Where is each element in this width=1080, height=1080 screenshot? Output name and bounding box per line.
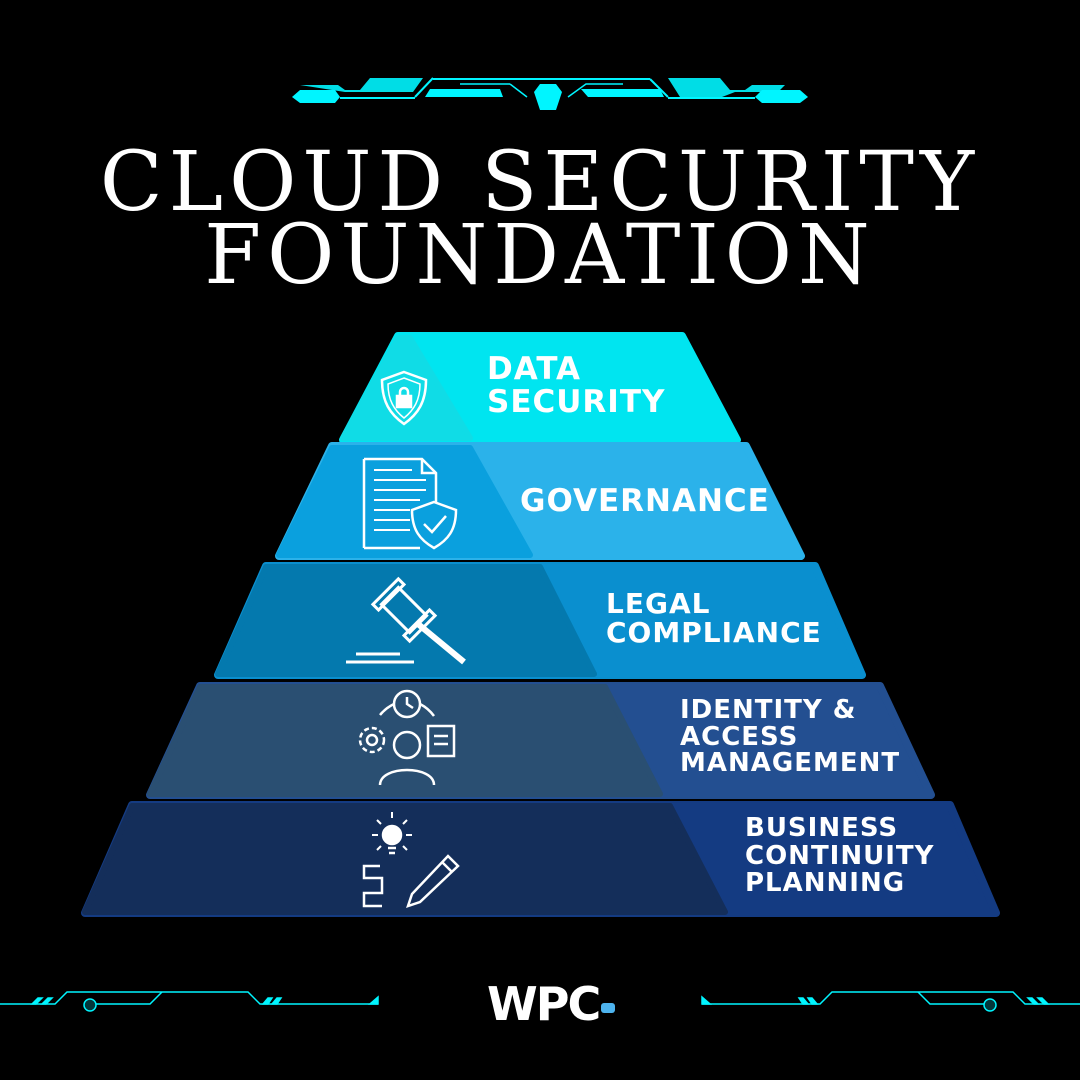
logo-text: WPC bbox=[487, 977, 601, 1031]
label-line: LEGAL bbox=[606, 587, 711, 620]
user-management-icon bbox=[358, 689, 456, 786]
wpc-logo: WPC bbox=[487, 977, 616, 1031]
label-line: MANAGEMENT bbox=[680, 748, 901, 779]
label-line: CONTINUITY bbox=[745, 840, 935, 871]
pyramid bbox=[81, 332, 1000, 917]
top-ornament bbox=[292, 77, 808, 110]
gavel-icon bbox=[346, 576, 466, 665]
document-shield-icon bbox=[362, 457, 458, 550]
shield-lock-icon bbox=[380, 370, 428, 426]
layer-governance bbox=[275, 442, 805, 560]
layer-label-legal-compliance: LEGAL COMPLIANCE bbox=[606, 589, 822, 648]
label-line: DATA bbox=[487, 351, 582, 387]
idea-plan-icon bbox=[362, 812, 460, 908]
layer-label-data-security: DATA SECURITY bbox=[487, 353, 665, 418]
title-line-2: FOUNDATION bbox=[204, 208, 876, 303]
layer-identity-access bbox=[146, 682, 935, 799]
label-line: ACCESS bbox=[680, 721, 799, 752]
layer-label-identity-access: IDENTITY & ACCESS MANAGEMENT bbox=[680, 697, 900, 777]
layer-label-governance: GOVERNANCE bbox=[520, 485, 770, 518]
bottom-left-ornament bbox=[0, 991, 379, 1012]
bottom-right-ornament bbox=[701, 991, 1080, 1012]
label-line: SECURITY bbox=[487, 383, 666, 420]
label-line: GOVERNANCE bbox=[520, 483, 770, 519]
title-line-1: CLOUD SECURITY bbox=[99, 135, 981, 230]
layer-legal-compliance bbox=[214, 562, 866, 679]
label-line: PLANNING bbox=[745, 868, 906, 899]
layer-label-business-continuity: BUSINESS CONTINUITY PLANNING bbox=[745, 813, 935, 899]
layer-business-continuity bbox=[81, 801, 1000, 917]
label-line: IDENTITY & bbox=[680, 695, 857, 725]
label-line: COMPLIANCE bbox=[606, 616, 822, 650]
logo-accent-dot bbox=[601, 1002, 616, 1013]
label-line: BUSINESS bbox=[745, 813, 899, 843]
